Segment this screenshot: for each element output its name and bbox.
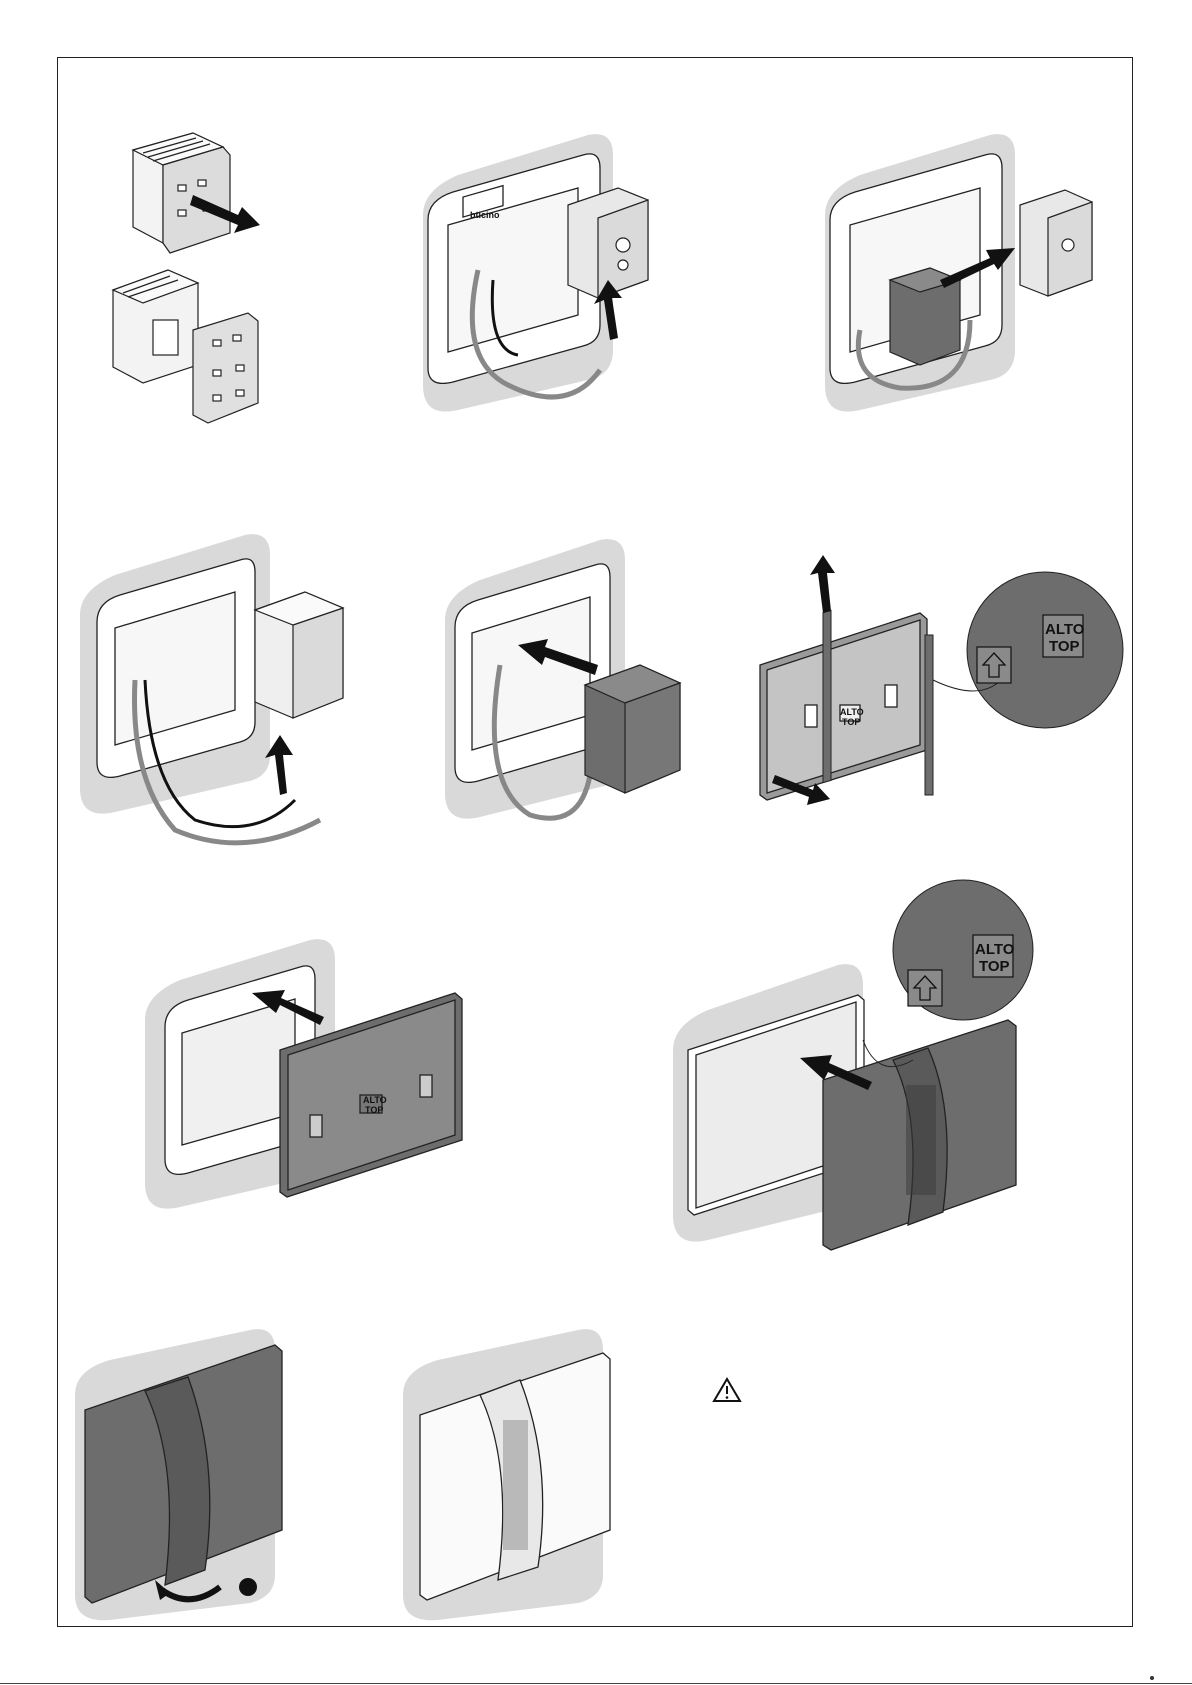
speaker-grille xyxy=(906,1085,936,1195)
zoom-callout: ALTO TOP xyxy=(933,572,1123,728)
step-1-module-separation xyxy=(108,125,308,455)
module-lower-rear xyxy=(113,270,198,383)
speaker-grille xyxy=(503,1420,528,1550)
orientation-label-small-line1: ALTO xyxy=(840,707,864,717)
orientation-label-small: ALTO TOP xyxy=(840,707,864,727)
step-10-finished-installation xyxy=(398,1325,628,1620)
step-7-drawing: ALTO TOP xyxy=(140,935,480,1265)
assembled-module xyxy=(255,592,343,718)
orientation-label-line2: TOP xyxy=(1049,638,1080,655)
orientation-label-small-line2: TOP xyxy=(365,1105,383,1115)
step-1-drawing xyxy=(108,125,308,455)
step-10-drawing xyxy=(398,1325,628,1620)
page-corner-mark xyxy=(1150,1676,1154,1680)
assembled-module-dark xyxy=(585,665,680,793)
step-4-drawing xyxy=(75,530,375,860)
orientation-label-line1: ALTO xyxy=(1045,621,1085,638)
release-point-icon xyxy=(239,1578,257,1596)
step-5-drawing xyxy=(440,535,710,845)
step-8-fit-cover-plate: ALTO TOP xyxy=(668,890,1068,1310)
brand-mark: bticino xyxy=(470,210,500,220)
orientation-label-small-line1: ALTO xyxy=(363,1095,387,1105)
rear-module xyxy=(1020,190,1092,296)
step-5-insert-module xyxy=(440,535,710,845)
step-8-drawing: ALTO TOP xyxy=(668,890,1068,1310)
sliding-strip xyxy=(823,610,831,782)
step-3-join-modules xyxy=(820,130,1120,440)
step-9-drawing xyxy=(70,1325,300,1620)
step-2-wiring-rear-module: bticino xyxy=(418,130,718,440)
direction-arrow-icon xyxy=(810,555,835,613)
orientation-label-small-line2: TOP xyxy=(842,717,860,727)
orientation-label-line1: ALTO xyxy=(975,941,1015,958)
step-6-drawing: ALTO TOP ALTO TOP xyxy=(745,555,1125,820)
module-upper xyxy=(133,133,230,253)
step-4-connect-assembled-module xyxy=(75,530,375,860)
step-3-drawing xyxy=(820,130,1120,440)
warning-triangle-icon xyxy=(712,1377,742,1403)
footer-rule xyxy=(0,1683,1192,1684)
step-6-adaptor-plate-strip: ALTO TOP ALTO TOP xyxy=(745,555,1125,820)
step-9-remove-cover-plate xyxy=(70,1325,300,1620)
step-2-drawing: bticino xyxy=(418,130,718,440)
removed-strip xyxy=(925,635,933,795)
step-7-fit-adaptor-plate: ALTO TOP xyxy=(140,935,480,1265)
orientation-label-line2: TOP xyxy=(979,958,1010,975)
module-lower-front xyxy=(193,313,258,423)
